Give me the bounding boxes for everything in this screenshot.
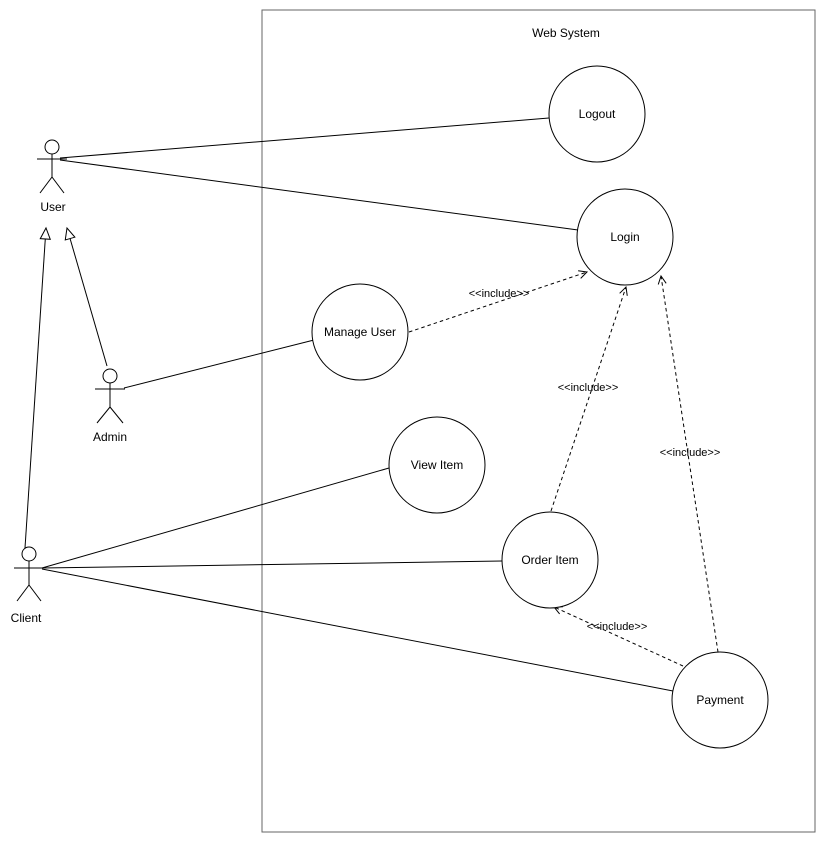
use-case-manage-user: Manage User (311, 283, 409, 381)
actor-admin-label: Admin (93, 430, 127, 444)
actor-client-head (21, 546, 37, 562)
use-case-order-item-ellipse (501, 511, 599, 609)
system-boundary (261, 9, 816, 833)
use-case-manage-user-ellipse (311, 283, 409, 381)
actor-user-left-leg (39, 176, 53, 194)
use-case-view-item-ellipse (388, 416, 486, 514)
use-case-order-item: Order Item (501, 511, 599, 609)
association-admin-manage-user (123, 339, 315, 389)
use-case-manage-user-label: Manage User (324, 325, 396, 339)
use-case-login-label: Login (610, 230, 639, 244)
include-payment-login (657, 274, 719, 653)
generalization-admin-user (64, 226, 108, 367)
generalization-client-user (24, 226, 52, 549)
use-case-logout-label: Logout (579, 107, 616, 121)
association-client-payment (41, 568, 674, 692)
include-label-payment-login: <<include>> (660, 447, 721, 459)
actor-user-right-leg (51, 176, 65, 194)
use-case-login: Login (576, 188, 674, 286)
include-order-item-login (550, 285, 628, 512)
include-label-payment-order-item: <<include>> (587, 621, 648, 633)
use-case-logout: Logout (548, 65, 646, 163)
use-case-payment-label: Payment (696, 693, 744, 707)
use-case-logout-ellipse (548, 65, 646, 163)
actor-client: Client (11, 546, 44, 625)
use-case-view-item-label: View Item (411, 458, 463, 472)
actor-user: User (37, 139, 67, 214)
use-case-view-item: View Item (388, 416, 486, 514)
use-case-order-item-label: Order Item (521, 553, 578, 567)
association-user-logout (59, 117, 550, 159)
association-client-order-item (41, 560, 503, 569)
include-label-order-item-login: <<include>> (558, 382, 619, 394)
actor-admin-left-leg (96, 406, 111, 424)
include-manage-user-login (408, 270, 589, 333)
include-payment-order-item (552, 606, 684, 667)
actor-user-head (44, 139, 60, 155)
use-case-payment-ellipse (671, 651, 769, 749)
association-user-login (59, 159, 579, 231)
actor-admin: Admin (93, 368, 127, 444)
include-label-manage-user-login: <<include>> (469, 288, 530, 300)
use-case-login-ellipse (576, 188, 674, 286)
actor-user-label: User (40, 200, 65, 214)
actor-client-left-leg (16, 584, 30, 602)
use-case-payment: Payment (671, 651, 769, 749)
actor-admin-head (102, 368, 118, 384)
actor-admin-right-leg (109, 406, 124, 424)
association-client-view-item (41, 467, 390, 569)
system-boundary-label: Web System (532, 26, 600, 40)
actor-client-label: Client (11, 611, 42, 625)
actor-client-right-leg (28, 584, 42, 602)
